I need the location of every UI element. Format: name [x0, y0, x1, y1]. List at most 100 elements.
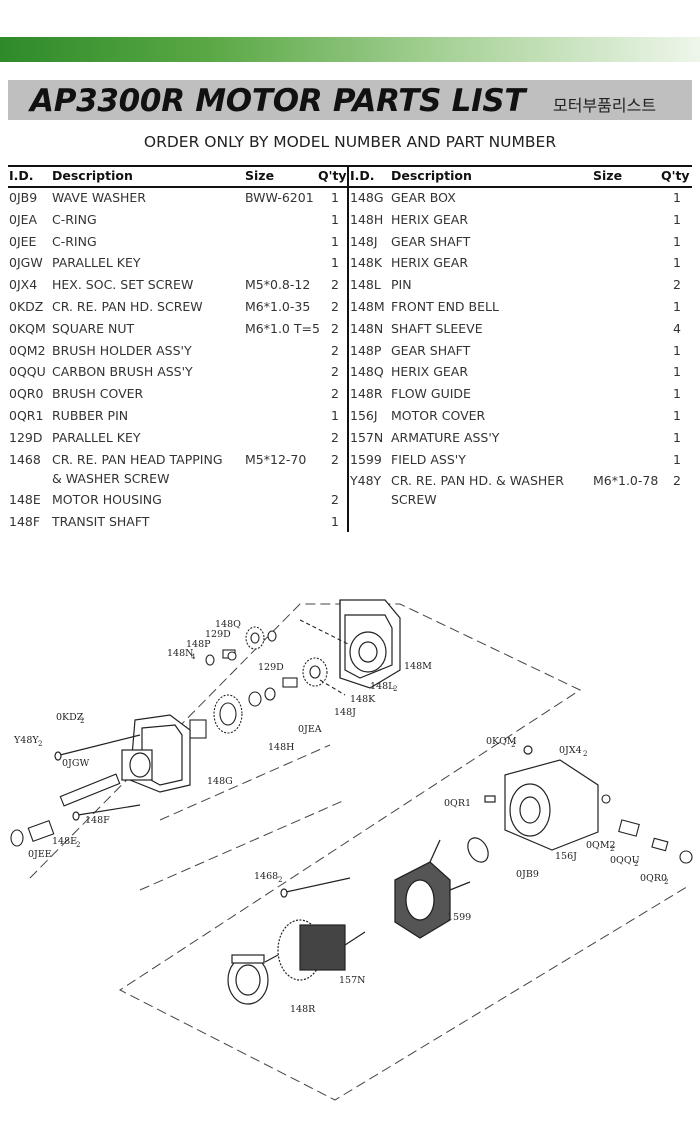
label-148F: 148F [85, 815, 110, 826]
right-row-id: 157N [350, 429, 384, 445]
right-row-description: HERIX GEAR [391, 255, 469, 271]
left-row-qty: 2 [331, 451, 339, 467]
left-row-qty: 1 [331, 408, 339, 423]
page-title: AP3300R MOTOR PARTS LIST [30, 83, 526, 119]
label-0JEA: 0JEA [298, 724, 322, 735]
left-row-qty: 2 [331, 277, 339, 293]
left-row-size: M6*1.0-35 [245, 299, 311, 314]
right-row-id: 148L [350, 277, 381, 293]
right-row-description: FRONT END BELL [391, 299, 499, 314]
right-header-id: I.D. [350, 168, 375, 183]
left-row-description: WAVE WASHER [52, 190, 146, 205]
label-0JB9: 0JB9 [516, 869, 539, 880]
label-0QM2: 0QM2 [586, 840, 616, 851]
left-row-qty: 2 [331, 342, 339, 358]
right-row-qty: 1 [673, 233, 681, 249]
label-148E: 148E [52, 836, 77, 847]
label-148Q: 148Q [215, 619, 241, 630]
right-row-qty: 1 [673, 386, 681, 402]
left-row-description: CR. RE. PAN HD. SCREW [52, 299, 203, 314]
left-row-description: RUBBER PIN [52, 408, 129, 423]
right-row-description: GEAR SHAFT [391, 342, 471, 358]
left-row-qty: 2 [331, 429, 339, 445]
label-0QQU: 0QQU [610, 855, 640, 866]
left-row-id: 0JEA [9, 211, 38, 227]
left-row-qty: 1 [331, 211, 339, 227]
right-row-qty: 1 [673, 408, 681, 423]
left-header-qty: Q'ty [318, 168, 347, 183]
right-row-qty: 1 [673, 342, 681, 358]
label-148L: 148L [370, 681, 395, 692]
right-row-qty: 1 [673, 211, 681, 227]
right-row-description: CR. RE. PAN HD. & WASHER [391, 473, 564, 489]
label-0QR0: 0QR0 [640, 873, 667, 884]
left-row-size: M6*1.0 T=5 [245, 320, 320, 336]
right-header-description: Description [391, 168, 472, 183]
left-row-qty: 2 [331, 320, 339, 336]
label-0KQM-sub: 2 [511, 741, 515, 749]
left-row-description-line2: & WASHER SCREW [52, 470, 170, 486]
right-row-id: 148P [350, 342, 382, 358]
left-row-description: BRUSH COVER [52, 386, 144, 402]
label-156J: 156J [555, 851, 577, 862]
right-row-qty: 1 [673, 364, 681, 380]
table-top-rule [8, 165, 692, 167]
left-row-qty: 1 [331, 233, 339, 249]
label-129D-top: 129D [205, 629, 231, 640]
right-header-size: Size [593, 168, 623, 183]
left-row-description: MOTOR HOUSING [52, 492, 162, 508]
right-row-description: ARMATURE ASS'Y [391, 429, 500, 445]
left-row-description: BRUSH HOLDER ASS'Y [52, 342, 192, 358]
label-148K: 148K [350, 694, 376, 705]
label-129D-mid: 129D [258, 662, 284, 673]
right-row-description-line2: SCREW [391, 492, 437, 508]
label-0KDZ-sub: 2 [80, 717, 84, 725]
right-row-description: PIN [391, 277, 412, 293]
left-header-size: Size [245, 168, 275, 183]
right-row-description: GEAR BOX [391, 190, 456, 205]
front-end-bell-part [339, 599, 401, 689]
right-row-id: 148J [350, 233, 378, 249]
label-0QR0-sub: 2 [664, 878, 668, 886]
gear-box-part [121, 714, 191, 793]
right-row-qty: 1 [673, 299, 681, 314]
left-row-id: 0QM2 [9, 342, 46, 358]
herix-gear-148H-part [189, 687, 276, 739]
label-Y48Y: Y48Y [13, 735, 39, 746]
left-row-id: 0QR1 [9, 408, 44, 423]
right-row-qty: 2 [673, 277, 681, 293]
left-row-id: 0JGW [9, 255, 43, 271]
label-0KQM: 0KQM [486, 736, 517, 747]
left-screws [54, 734, 141, 821]
left-row-id: 0JX4 [9, 277, 38, 293]
left-row-id: 0KDZ [9, 299, 44, 314]
right-header-qty: Q'ty [661, 168, 690, 183]
tapping-screw-part [280, 877, 351, 898]
left-row-qty: 2 [331, 492, 339, 508]
left-row-id: 129D [9, 429, 43, 445]
motor-cover-part [484, 745, 599, 851]
label-1468-sub: 2 [278, 876, 282, 884]
right-row-description: FIELD ASS'Y [391, 451, 466, 467]
right-row-description: SHAFT SLEEVE [391, 320, 483, 336]
left-row-id: 0QR0 [9, 386, 44, 402]
assembly-dashed-outline [29, 603, 691, 1101]
label-1599: 1599 [447, 912, 471, 923]
label-0JEE: 0JEE [28, 849, 52, 860]
left-row-description: HEX. SOC. SET SCREW [52, 277, 194, 293]
left-row-id: 0JEE [9, 233, 37, 249]
right-row-id: 148H [350, 211, 384, 227]
label-148H: 148H [268, 742, 294, 753]
field-assembly-part [394, 839, 471, 939]
right-row-id: 148Q [350, 364, 384, 380]
label-148P: 148P [186, 639, 211, 650]
left-row-description: C-RING [52, 233, 97, 249]
header-accent-bar [0, 37, 700, 62]
label-148E-sub: 2 [76, 841, 80, 849]
label-148L-sub: 2 [393, 685, 397, 693]
label-0JX4: 0JX4 [559, 745, 582, 756]
label-0KDZ: 0KDZ [56, 712, 84, 723]
right-row-id: Y48Y [350, 473, 382, 489]
part-labels: 148Q 129D 148P 148N 4 148M 129D 148L 2 1… [13, 619, 668, 1015]
right-row-description: FLOW GUIDE [391, 386, 471, 402]
